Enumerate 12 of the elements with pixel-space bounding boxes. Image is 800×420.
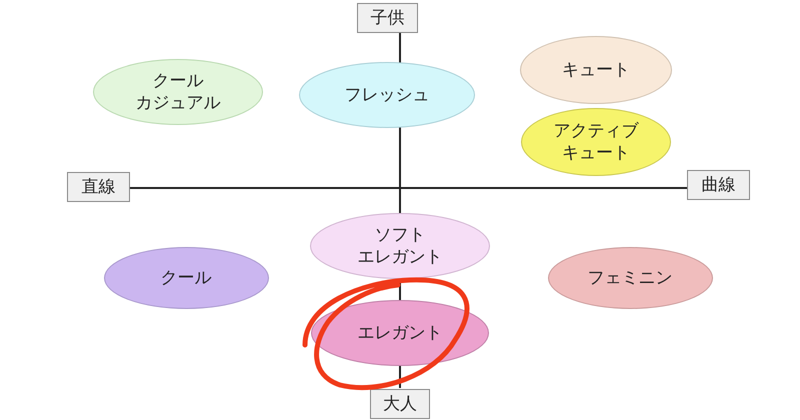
style-label: ソフトエレガント	[358, 224, 442, 268]
axis-label: 大人	[370, 389, 430, 419]
style-label: フェミニン	[588, 267, 672, 289]
style-label: クールカジュアル	[136, 70, 220, 114]
axis-label: 子供	[357, 3, 418, 33]
axis-label: 直線	[67, 172, 130, 202]
style-label: エレガント	[358, 322, 442, 344]
style-label: クール	[160, 267, 212, 289]
style-label: キュート	[562, 59, 630, 81]
style-label: フレッシュ	[344, 84, 430, 106]
axis-label: 曲線	[687, 170, 750, 200]
style-label: アクティブキュート	[554, 120, 638, 164]
